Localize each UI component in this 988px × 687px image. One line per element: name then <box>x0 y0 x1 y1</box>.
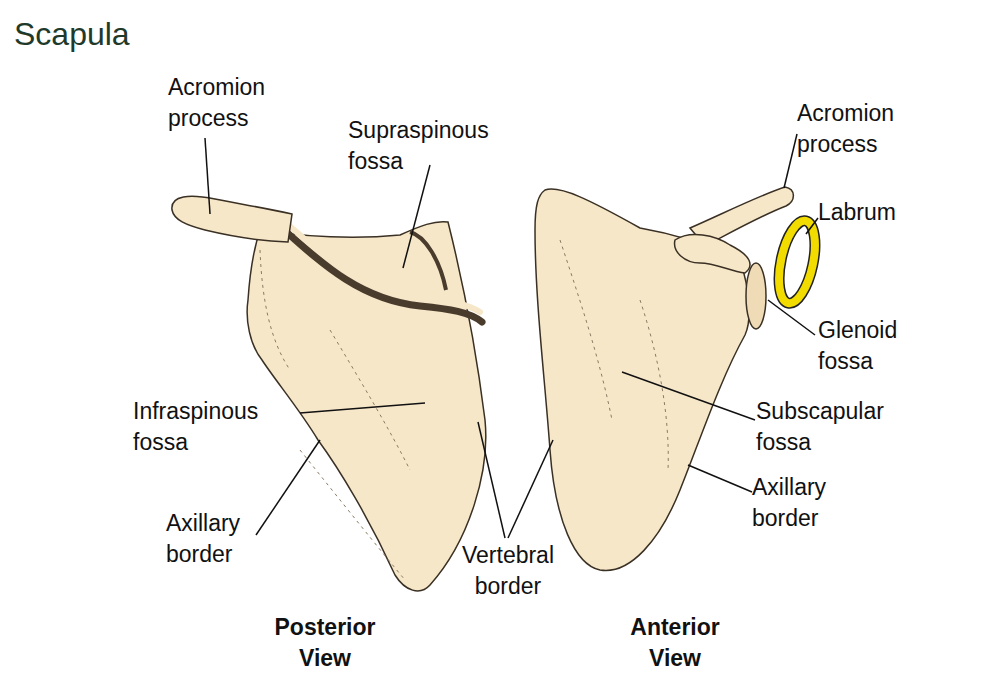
part-label: Labrum <box>818 197 938 228</box>
part-label: Glenoid fossa <box>818 315 928 377</box>
view-label: Posterior View <box>255 612 395 674</box>
leader-lines <box>205 134 818 538</box>
leader-line <box>403 165 430 268</box>
part-label: Infraspinous fossa <box>133 396 303 458</box>
acromion <box>172 196 292 242</box>
leader-line <box>784 134 797 188</box>
labrum-ring <box>773 218 822 307</box>
part-label: Vertebral border <box>446 540 570 602</box>
shading <box>560 240 668 470</box>
coracoid-process <box>675 235 750 273</box>
part-label: Subscapular fossa <box>756 396 926 458</box>
part-label: Acromion process <box>168 72 298 134</box>
leader-line <box>806 218 818 234</box>
glenoid <box>746 263 766 329</box>
part-label: Acromion process <box>797 98 927 160</box>
view-label: Anterior View <box>610 612 740 674</box>
leader-line <box>622 372 755 420</box>
leader-line <box>300 403 425 413</box>
part-label: Supraspinous fossa <box>348 115 528 177</box>
part-label: Axillary border <box>166 508 276 570</box>
leader-line <box>508 440 553 538</box>
leader-line <box>688 465 752 492</box>
leader-line <box>205 138 210 214</box>
scapula-spine <box>285 222 480 312</box>
leader-line <box>478 422 505 538</box>
labrum-outline <box>773 218 822 307</box>
part-label: Axillary border <box>752 472 862 534</box>
scapula-body <box>247 222 486 591</box>
page-title: Scapula <box>14 16 130 53</box>
supraspinous-rim <box>410 232 446 290</box>
leader-line <box>768 300 815 335</box>
shading <box>260 250 410 580</box>
leader-line <box>256 440 320 535</box>
